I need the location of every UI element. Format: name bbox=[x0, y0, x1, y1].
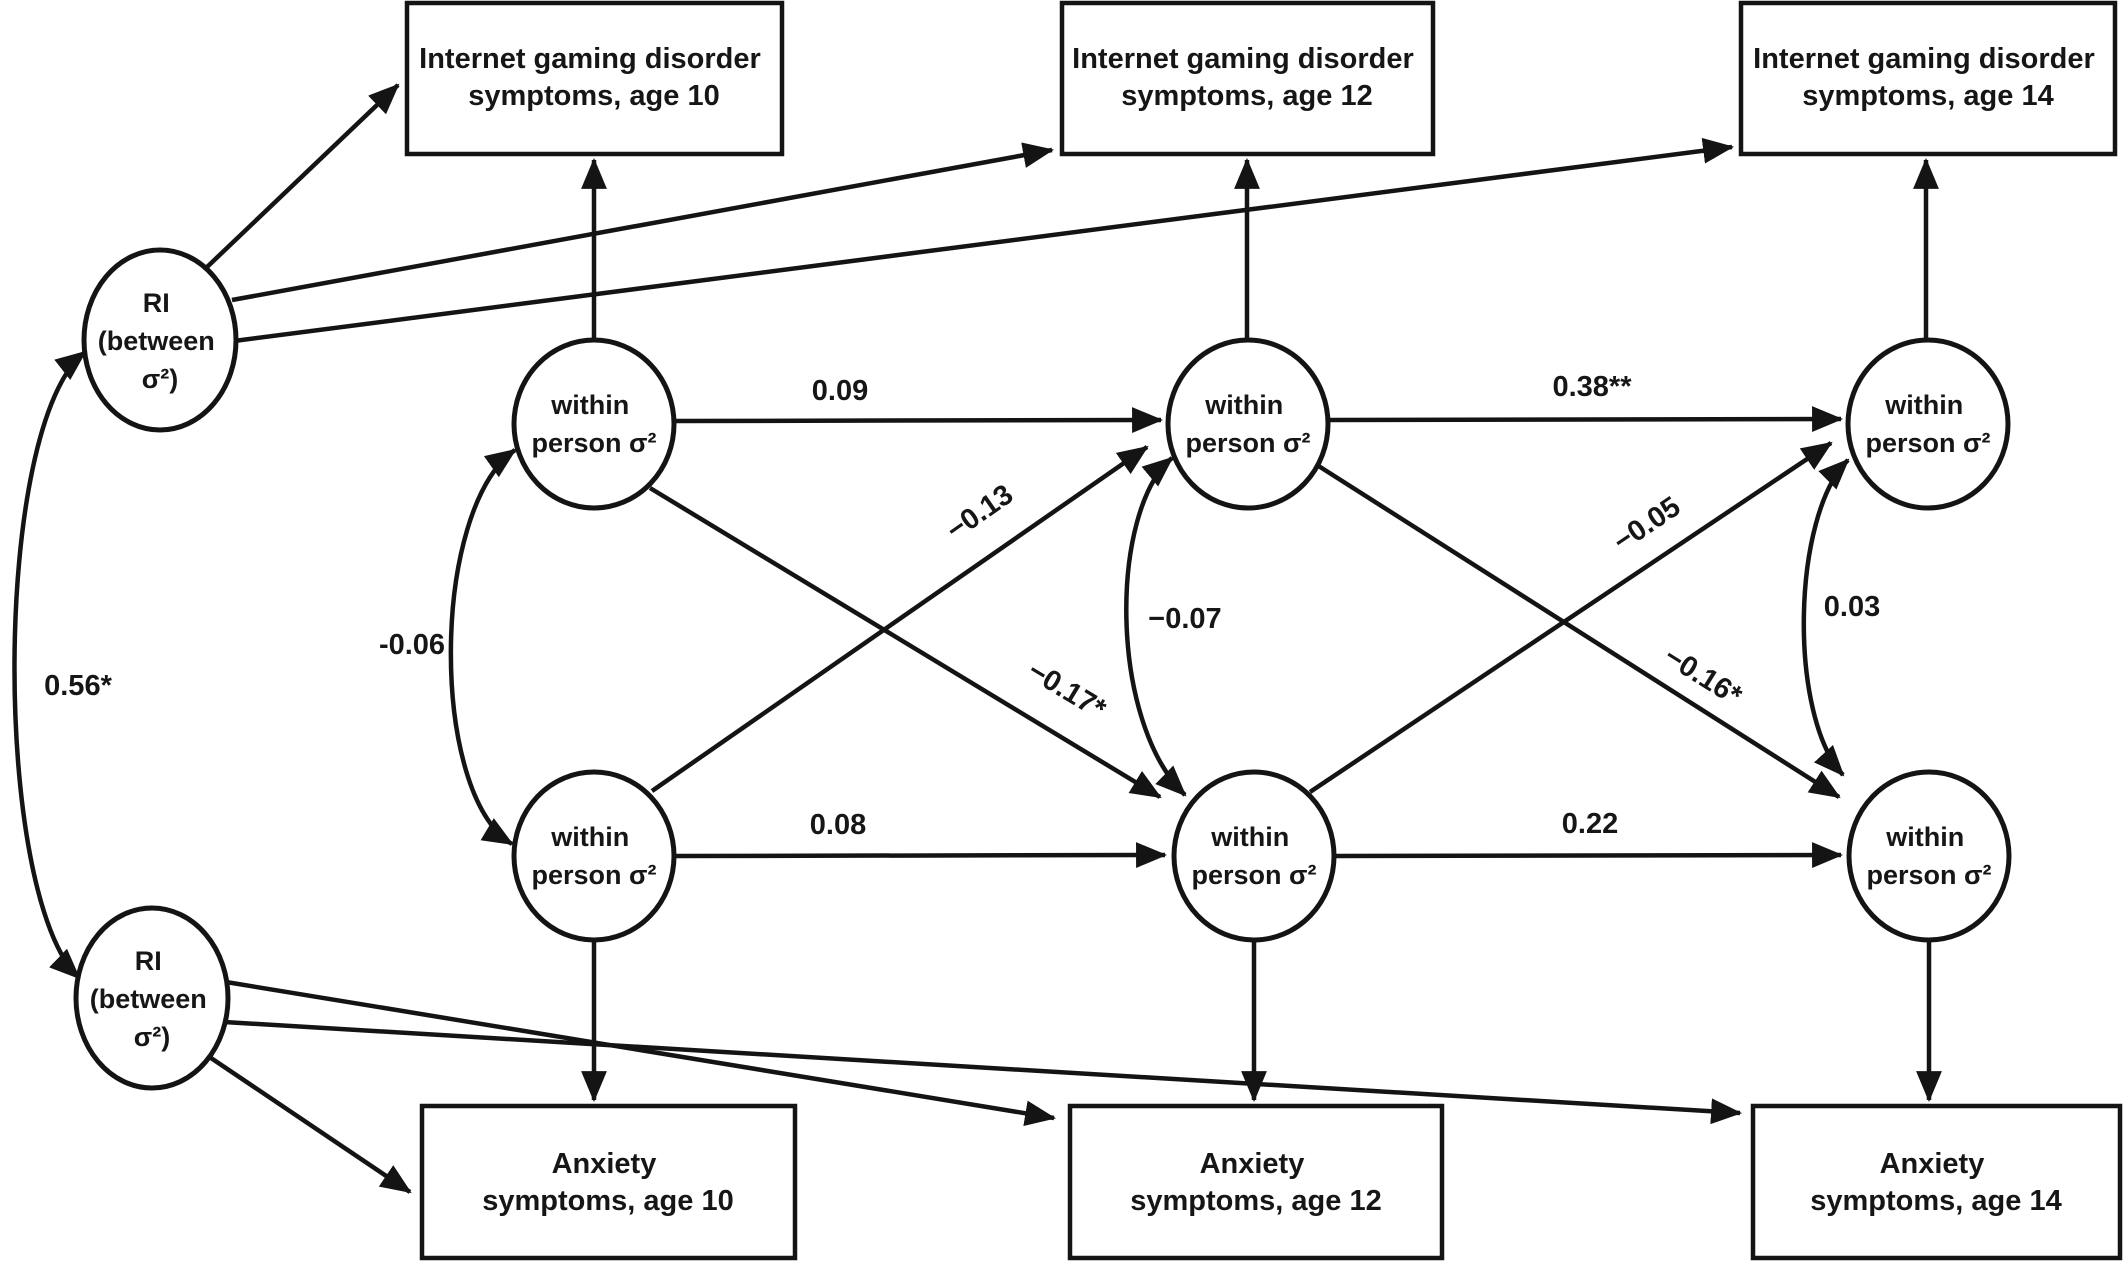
curve-within-covariance-age12 bbox=[1124, 456, 1187, 797]
arrow-ri-anx-to-age12-box bbox=[225, 979, 1057, 1127]
coef-ri-covariance: 0.56* bbox=[44, 670, 112, 702]
arrow-igd12-to-anx14 bbox=[1304, 456, 1841, 799]
box-anx-age12-label: Anxiety symptoms, age 12 bbox=[1130, 1148, 1381, 1217]
latent-within-anx-age12-label: within person σ² bbox=[1192, 822, 1317, 890]
latent-within-anx-age10-label: within person σ² bbox=[532, 822, 657, 890]
arrow-ri-anx-to-age14-box bbox=[223, 1019, 1743, 1125]
arrow-igd10-to-anx12 bbox=[648, 486, 1162, 799]
coef-anx-ar-12-14: 0.22 bbox=[1562, 808, 1618, 840]
coef-anx-ar-10-12: 0.08 bbox=[810, 809, 866, 841]
coef-cross-igd12-anx14: −0.16* bbox=[1658, 640, 1747, 712]
box-anx-age14 bbox=[1750, 1103, 2123, 1261]
box-igd-age14-label: Internet gaming disorder symptoms, age 1… bbox=[1753, 43, 2103, 112]
latent-within-igd-age14-label: within person σ² bbox=[1866, 390, 1991, 458]
latent-within-anx-age14-label: within person σ² bbox=[1867, 822, 1992, 890]
arrow-anx-within-10-to-12 bbox=[675, 842, 1168, 868]
curve-ri-covariance bbox=[12, 350, 87, 980]
coef-igd-ar-12-14: 0.38** bbox=[1552, 371, 1632, 403]
latent-within-anx-age14 bbox=[1846, 769, 2012, 943]
box-anx-age10-label: Anxiety symptoms, age 10 bbox=[482, 1148, 733, 1217]
coef-cross-igd10-anx12: −0.17* bbox=[1022, 655, 1112, 726]
latent-within-igd-age12 bbox=[1165, 337, 1331, 511]
arrow-ri-igd-to-age12-box bbox=[231, 142, 1055, 303]
box-anx-age12 bbox=[1067, 1103, 1445, 1261]
coefficient-labels: 0.56* 0.09 0.38** 0.08 0.22 -0.06 −0.07 … bbox=[44, 371, 1880, 841]
coef-igd-ar-10-12: 0.09 bbox=[812, 375, 868, 407]
latent-ri-between-anx-label: RI (between σ²) bbox=[90, 946, 215, 1052]
box-anx-age14-label: Anxiety symptoms, age 14 bbox=[1810, 1148, 2061, 1217]
latent-within-anx-age10 bbox=[511, 769, 677, 943]
latent-within-igd-age10 bbox=[511, 337, 677, 511]
arrow-igd-within-10-to-12 bbox=[675, 407, 1164, 433]
arrow-anx-within-12-to-14 bbox=[1333, 842, 1844, 868]
arrow-ri-anx-to-age10-box bbox=[206, 1054, 412, 1194]
box-igd-age12 bbox=[1059, 0, 1436, 157]
box-igd-age10 bbox=[404, 0, 785, 157]
box-igd-age10-label: Internet gaming disorder symptoms, age 1… bbox=[419, 43, 769, 112]
latent-within-igd-age12-label: within person σ² bbox=[1186, 390, 1311, 458]
box-igd-age12-label: Internet gaming disorder symptoms, age 1… bbox=[1072, 43, 1422, 112]
latent-within-igd-age10-label: within person σ² bbox=[532, 390, 657, 458]
latent-ri-between-igd bbox=[81, 247, 239, 433]
coef-within-cov-age12: −0.07 bbox=[1148, 603, 1221, 635]
cross-lagged-arrows bbox=[648, 441, 1841, 799]
arrow-anx12-to-igd14 bbox=[1308, 441, 1833, 794]
arrow-igd-within-12-to-14 bbox=[1329, 406, 1844, 432]
coef-cross-anx10-igd12: −0.13 bbox=[941, 478, 1019, 546]
coef-within-cov-age10: -0.06 bbox=[379, 629, 445, 661]
arrow-ri-igd-to-age14-box bbox=[233, 137, 1735, 344]
curve-within-covariance-age14 bbox=[1801, 458, 1850, 777]
curve-within-covariance-age10 bbox=[448, 448, 517, 846]
latent-ri-between-anx bbox=[73, 905, 231, 1091]
observed-boxes: Internet gaming disorder symptoms, age 1… bbox=[404, 0, 2123, 1261]
latent-within-anx-age12 bbox=[1171, 769, 1337, 943]
arrow-anx10-to-igd12 bbox=[650, 445, 1149, 793]
latent-within-igd-age14 bbox=[1845, 337, 2011, 511]
arrow-ri-igd-to-age10-box bbox=[204, 83, 400, 270]
coef-within-cov-age14: 0.03 bbox=[1824, 591, 1880, 623]
autoregressive-arrows bbox=[675, 406, 1844, 868]
covariance-arrows bbox=[12, 350, 1850, 980]
latent-circles: RI (between σ²) RI (between σ²) within p… bbox=[73, 247, 2012, 1091]
box-igd-age14 bbox=[1738, 0, 2118, 157]
box-anx-age10 bbox=[419, 1103, 798, 1261]
latent-ri-between-igd-label: RI (between σ²) bbox=[98, 288, 223, 394]
loading-arrows bbox=[204, 83, 1942, 1194]
